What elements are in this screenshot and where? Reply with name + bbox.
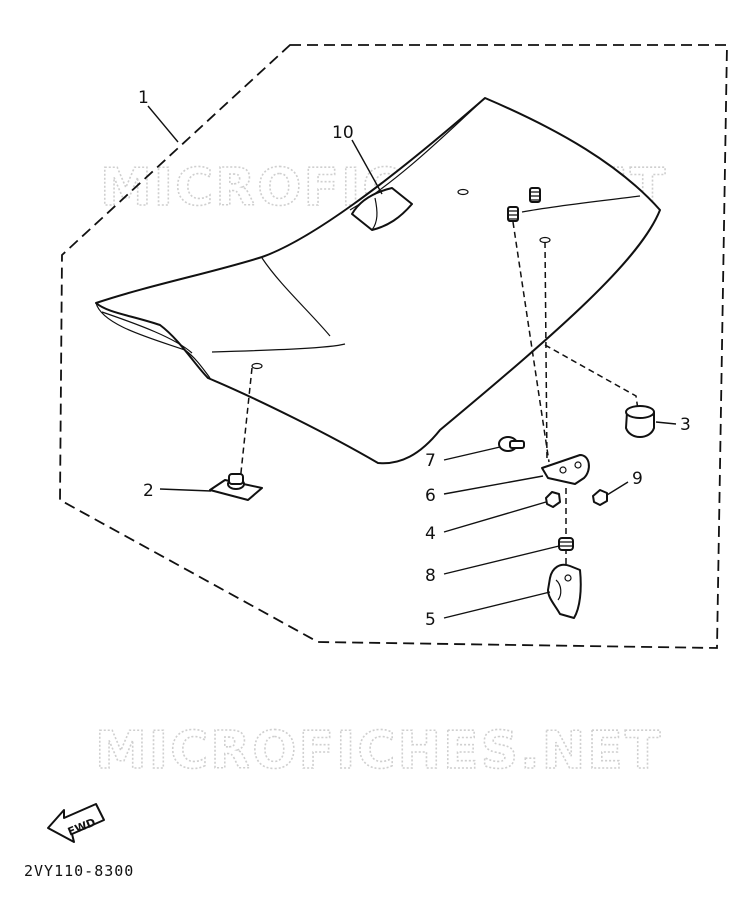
diagram-code: 2VY110-8300 (24, 862, 134, 880)
seat-strap-part-10 (351, 187, 413, 231)
callout-9: 9 (632, 469, 643, 489)
link-spring-to-hinge (512, 221, 550, 463)
seat-part-1 (95, 97, 661, 465)
leader-7 (443, 446, 501, 461)
nut-part-9 (592, 489, 608, 506)
callout-7: 7 (425, 451, 436, 471)
fwd-arrow-icon: FWD (47, 803, 105, 843)
hinge-plate-part-6 (541, 454, 590, 485)
callout-5: 5 (425, 610, 436, 630)
callout-1: 1 (138, 88, 149, 108)
leader-6 (443, 475, 544, 495)
assembly-boundary (59, 44, 728, 649)
link-hole-to-bracket (239, 367, 253, 483)
leader-8 (443, 545, 560, 575)
leader-5 (443, 591, 551, 619)
leader-1 (147, 105, 179, 143)
cushion-part-3 (625, 405, 655, 438)
callout-2: 2 (143, 481, 154, 501)
seat-spring-top (507, 187, 541, 222)
leader-9 (606, 481, 629, 496)
callout-3: 3 (680, 415, 691, 435)
link-hole-to-hinge (544, 241, 548, 463)
callout-8: 8 (425, 566, 436, 586)
spring-part-8 (558, 537, 574, 551)
bracket-part-2 (209, 473, 263, 501)
callout-10: 10 (332, 123, 354, 143)
bolt-part-7 (498, 436, 525, 452)
link-seat-to-cushion (544, 344, 639, 411)
watermark-bottom: MICROFICHES.NET (95, 721, 662, 781)
callout-6: 6 (425, 486, 436, 506)
leader-3 (655, 421, 677, 425)
nut-part-4 (545, 491, 561, 508)
seat-lock-part-5 (547, 563, 582, 619)
leader-4 (443, 501, 547, 533)
leader-2 (159, 488, 212, 492)
leader-10 (351, 139, 383, 195)
callout-4: 4 (425, 524, 436, 544)
